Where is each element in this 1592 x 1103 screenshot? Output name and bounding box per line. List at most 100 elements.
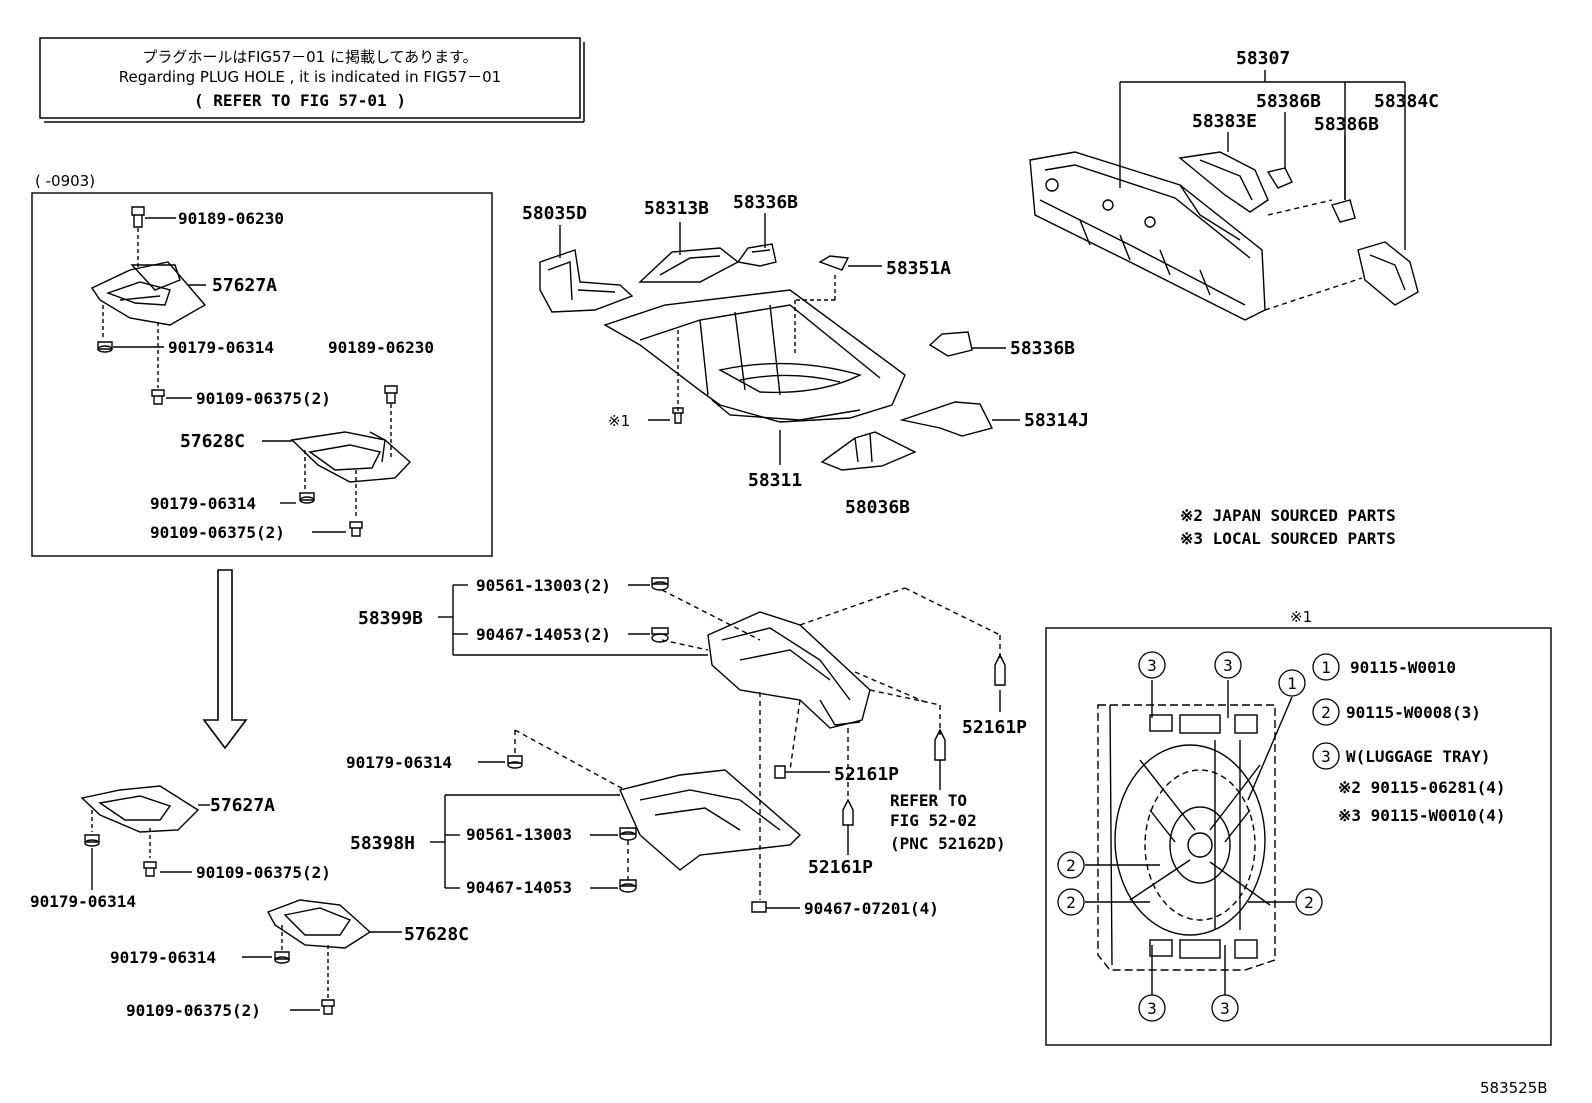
label-57628c-lower: 57628C bbox=[404, 924, 469, 945]
part-57627a-lower bbox=[80, 785, 210, 890]
circle-2-b: 2 bbox=[1066, 893, 1076, 912]
part-58311-floor-pan bbox=[603, 289, 906, 465]
part-58383e bbox=[1178, 151, 1269, 213]
circle-3-b: 3 bbox=[1223, 656, 1233, 675]
label-57627a-inset: 57627A bbox=[212, 275, 277, 296]
legend-2-text: 90115-W0008(3) bbox=[1346, 703, 1481, 722]
label-58036b: 58036B bbox=[845, 497, 910, 518]
inset-ref1-leaders bbox=[1085, 680, 1295, 995]
label-58336b-a: 58336B bbox=[733, 192, 798, 213]
legend-circle-3: 3 bbox=[1321, 747, 1331, 766]
bolt-ref1 bbox=[648, 407, 684, 424]
legend-4-text: ※2 90115-06281(4) bbox=[1338, 778, 1506, 797]
label-57628c-inset: 57628C bbox=[180, 431, 245, 452]
label-refer-pnc: (PNC 52162D) bbox=[890, 834, 1006, 853]
label-refer-fig: FIG 52-02 bbox=[890, 811, 977, 830]
bolt-icons-inset bbox=[97, 206, 398, 537]
label-57627a-lower: 57627A bbox=[210, 795, 275, 816]
label-58386b-a: 58386B bbox=[1256, 91, 1321, 112]
arrow-down-icon bbox=[202, 569, 248, 750]
label-58313b: 58313B bbox=[644, 198, 709, 219]
label-90189-06230-b: 90189-06230 bbox=[328, 338, 434, 357]
inset-early-model-box bbox=[31, 192, 493, 557]
label-58311: 58311 bbox=[748, 470, 802, 491]
label-refer-to: REFER TO bbox=[890, 791, 967, 810]
label-52161p-a: 52161P bbox=[962, 717, 1027, 738]
label-58384c: 58384C bbox=[1374, 91, 1439, 112]
part-58399b-undercover bbox=[707, 611, 871, 729]
part-58336b-top bbox=[736, 243, 777, 267]
part-58386b-clip-a bbox=[1266, 167, 1293, 189]
part-57628c-lower bbox=[242, 899, 402, 1015]
leaders-58398h bbox=[430, 729, 629, 889]
part-58036b bbox=[820, 431, 917, 471]
part-58384c bbox=[1357, 241, 1419, 306]
label-90561-13003-2: 90561-13003(2) bbox=[476, 576, 611, 595]
circle-3-d: 3 bbox=[1220, 999, 1230, 1018]
part-58313b bbox=[638, 247, 740, 283]
note-ref: ( REFER TO FIG 57-01 ) bbox=[194, 91, 406, 110]
inset-leaders bbox=[113, 217, 346, 533]
circled-callouts bbox=[1057, 651, 1340, 1022]
legend-3-text: W(LUGGAGE TRAY) bbox=[1346, 747, 1491, 766]
note-japan-sourced: ※2 JAPAN SOURCED PARTS bbox=[1180, 506, 1396, 525]
label-58307: 58307 bbox=[1236, 48, 1290, 69]
label-90189-06230-a: 90189-06230 bbox=[178, 209, 284, 228]
label-90179-06314-b: 90179-06314 bbox=[150, 494, 256, 513]
leaders-58307 bbox=[1119, 70, 1406, 311]
part-58386b-clip-b bbox=[1331, 199, 1356, 223]
label-90179-06314-a: 90179-06314 bbox=[168, 338, 274, 357]
label-90109-06375-d: 90109-06375(2) bbox=[126, 1001, 261, 1020]
legend-circle-2: 2 bbox=[1321, 703, 1331, 722]
label-58336b-b: 58336B bbox=[1010, 338, 1075, 359]
part-58351a bbox=[794, 255, 882, 355]
circle-3-c: 3 bbox=[1147, 999, 1157, 1018]
part-58035d bbox=[539, 249, 634, 313]
label-90467-14053: 90467-14053 bbox=[466, 878, 572, 897]
part-58398h-undercover bbox=[619, 769, 802, 871]
label-58351a: 58351A bbox=[886, 258, 951, 279]
circle-3-a: 3 bbox=[1147, 656, 1157, 675]
note-local-sourced: ※3 LOCAL SOURCED PARTS bbox=[1180, 529, 1396, 548]
part-58314j bbox=[899, 401, 1020, 437]
circle-2-c: 2 bbox=[1304, 893, 1314, 912]
label-90561-13003: 90561-13003 bbox=[466, 825, 572, 844]
label-90109-06375-b: 90109-06375(2) bbox=[150, 523, 285, 542]
label-52161p-c: 52161P bbox=[808, 857, 873, 878]
part-57628c-inset bbox=[290, 404, 412, 518]
label-58398h: 58398H bbox=[350, 833, 415, 854]
legend-1-text: 90115-W0010 bbox=[1350, 658, 1456, 677]
inset-date-range: ( -0903) bbox=[35, 172, 95, 190]
figure-id: 583525B bbox=[1480, 1079, 1548, 1097]
label-90109-06375-a: 90109-06375(2) bbox=[196, 389, 331, 408]
label-58399b: 58399B bbox=[358, 608, 423, 629]
label-58035d: 58035D bbox=[522, 203, 587, 224]
part-58307-rear-panel bbox=[1029, 151, 1266, 321]
label-90109-06375-c: 90109-06375(2) bbox=[196, 863, 331, 882]
label-90179-06314-c: 90179-06314 bbox=[346, 753, 452, 772]
part-57627a-inset bbox=[90, 228, 207, 388]
spare-tire-well bbox=[1097, 704, 1276, 971]
label-58314j: 58314J bbox=[1024, 410, 1089, 431]
label-90467-07201: 90467-07201(4) bbox=[804, 899, 939, 918]
legend-circle-1: 1 bbox=[1321, 658, 1331, 677]
note-jp: プラグホールはFIG57－01 に掲載してあります。 bbox=[142, 48, 477, 66]
part-58336b-right bbox=[928, 331, 1006, 357]
note-box bbox=[39, 37, 585, 123]
label-90467-14053-2: 90467-14053(2) bbox=[476, 625, 611, 644]
label-90179-06314-d: 90179-06314 bbox=[30, 892, 136, 911]
label-58383e: 58383E bbox=[1192, 111, 1257, 132]
circle-1-a: 1 bbox=[1287, 674, 1297, 693]
inset-ref1-title: ※1 bbox=[1290, 608, 1312, 626]
legend-5-text: ※3 90115-W0010(4) bbox=[1338, 806, 1506, 825]
label-ref1: ※1 bbox=[608, 412, 630, 430]
inset-ref1-box bbox=[1045, 627, 1552, 1046]
label-58386b-b: 58386B bbox=[1314, 114, 1379, 135]
note-en: Regarding PLUG HOLE , it is indicated in… bbox=[119, 68, 501, 86]
label-90179-06314-e: 90179-06314 bbox=[110, 948, 216, 967]
leaders-58399b bbox=[438, 584, 1001, 900]
circle-2-a: 2 bbox=[1066, 856, 1076, 875]
label-52161p-b: 52161P bbox=[834, 764, 899, 785]
